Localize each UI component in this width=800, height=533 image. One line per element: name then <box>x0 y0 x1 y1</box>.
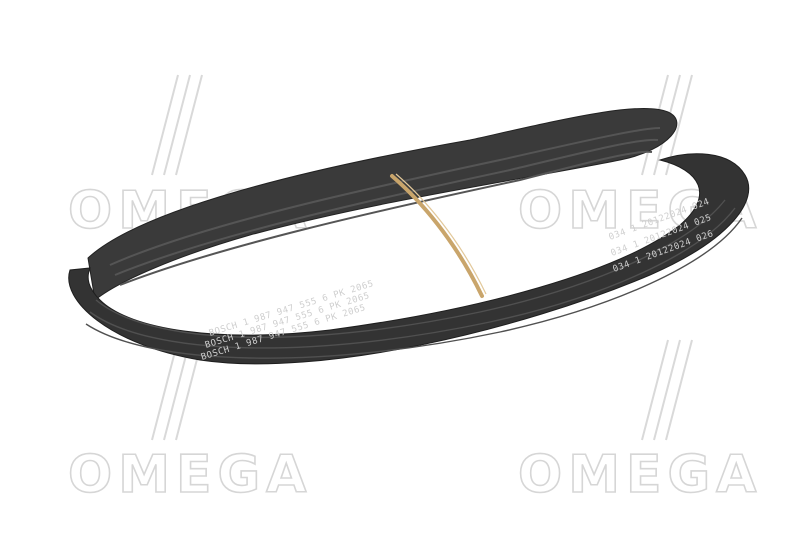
belt-band <box>390 173 487 298</box>
watermark-bottom-left: OMEGA <box>67 339 312 506</box>
watermark-bottom-right: OMEGA <box>517 339 762 506</box>
watermark-text: OMEGA <box>68 445 312 505</box>
watermark-text: OMEGA <box>518 445 762 505</box>
belt-back-loop <box>87 107 678 301</box>
